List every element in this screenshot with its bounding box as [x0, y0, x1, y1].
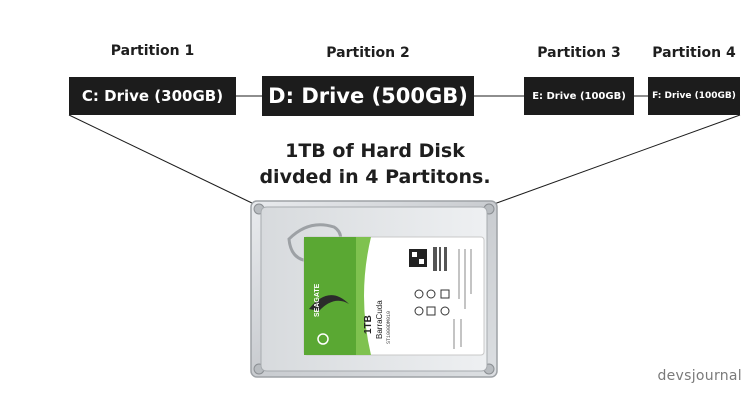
barcode [433, 247, 437, 271]
partition-2-box: D: Drive (500GB) [262, 76, 474, 116]
partition-1-label: C: Drive (300GB) [81, 87, 224, 105]
caption-line-1: 1TB of Hard Disk [285, 140, 465, 162]
partition-3-label: E: Drive (100GB) [532, 90, 626, 102]
caption: 1TB of Hard Disk divded in 4 Partitons. [230, 138, 520, 190]
compliance-icons [414, 289, 450, 316]
hard-disk-image: SEAGATE 1TB BarraCuda ST1000DM010 [250, 200, 498, 378]
connector-left-diagonal [68, 114, 255, 205]
capacity-text: 1TB [363, 315, 374, 334]
model-text: BarraCuda [375, 300, 384, 339]
caption-line-2: divded in 4 Partitons. [259, 166, 491, 188]
qr-code [409, 249, 427, 267]
partition-4-heading: Partition 4 [652, 45, 736, 61]
connector-right-diagonal [493, 114, 741, 205]
spec-text-lines [453, 249, 472, 349]
partition-4-box: F: Drive (100GB) [648, 77, 740, 115]
partition-3-box: E: Drive (100GB) [524, 77, 634, 115]
seagate-brand: SEAGATE [314, 283, 321, 317]
partition-2-label: D: Drive (500GB) [268, 84, 468, 108]
partition-4-label: F: Drive (100GB) [652, 91, 736, 101]
seagate-logo-icon [317, 333, 329, 345]
devsjournal-watermark: devsjournal [657, 368, 742, 384]
partition-1-box: C: Drive (300GB) [69, 77, 236, 115]
part-number-text: ST1000DM010 [386, 311, 392, 344]
barracuda-fish-icon [309, 295, 349, 311]
partition-2-heading: Partition 2 [326, 45, 410, 61]
partition-1-heading: Partition 1 [110, 43, 195, 59]
partition-3-heading: Partition 3 [537, 45, 621, 61]
